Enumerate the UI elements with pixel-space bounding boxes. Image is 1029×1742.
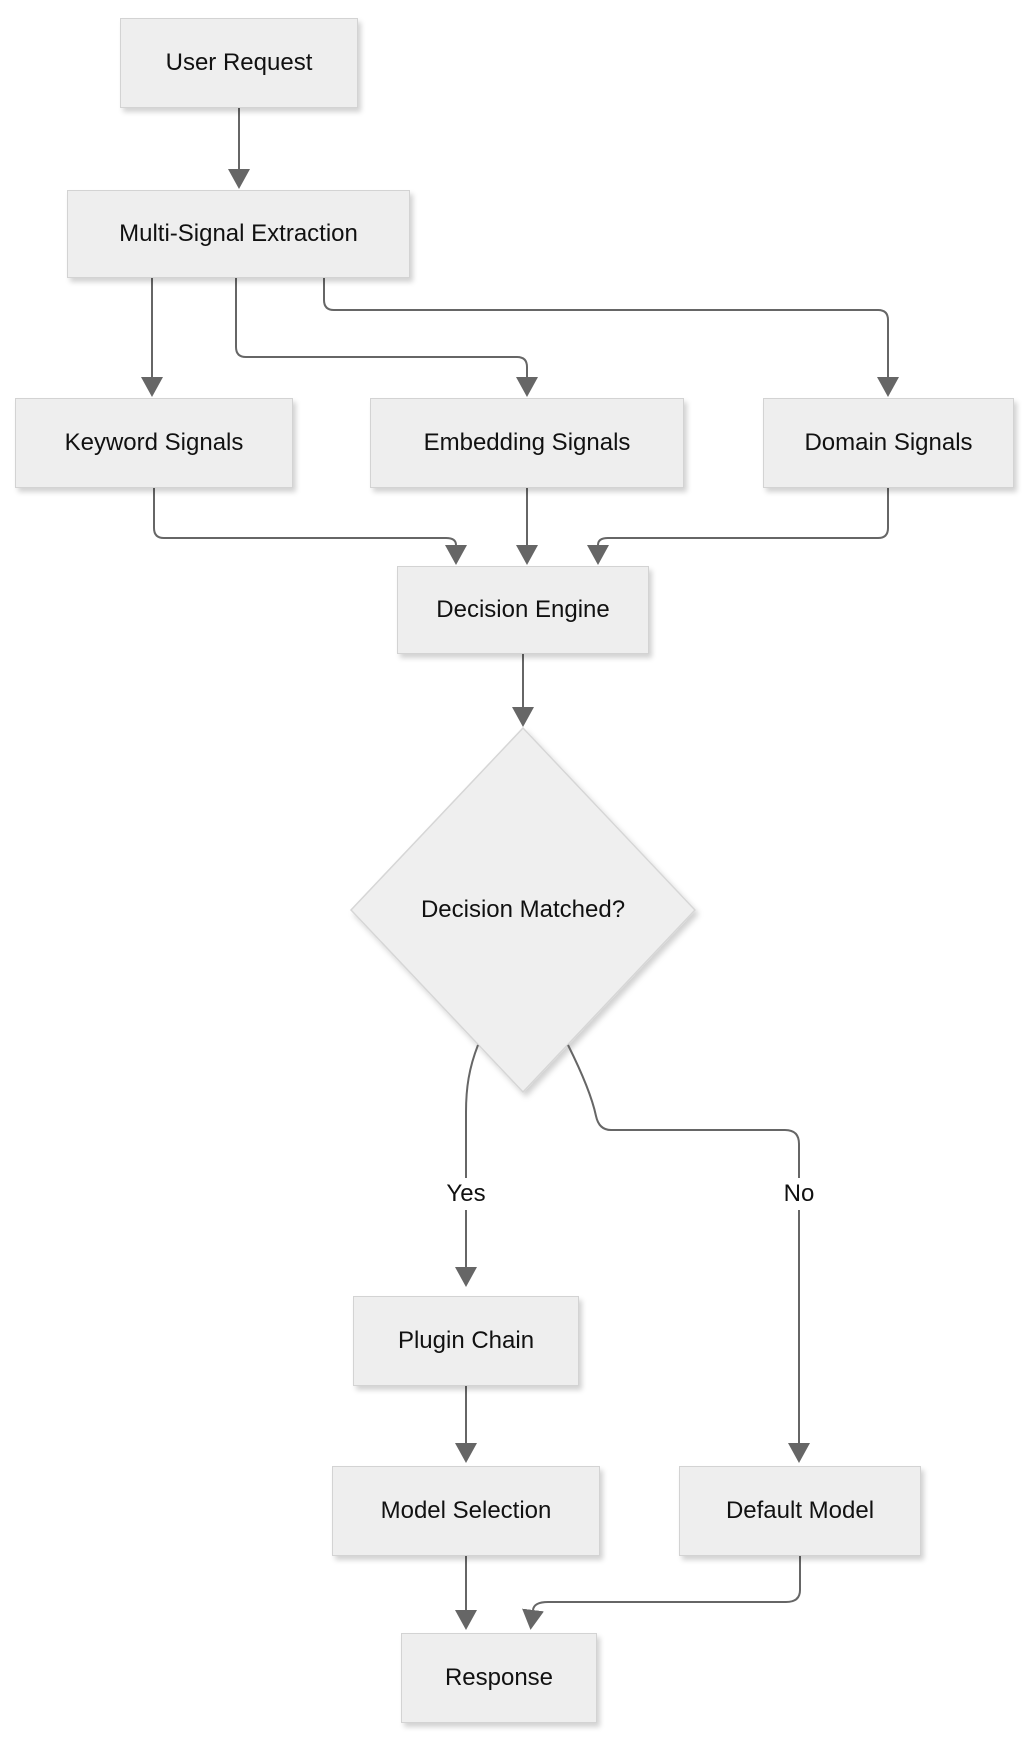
node-domain-signals: Domain Signals [763,398,1014,488]
edge-keyword-to-decision-engine [153,488,467,565]
node-model-selection: Model Selection [332,1466,600,1556]
node-embedding-signals: Embedding Signals [370,398,684,488]
edge-no-to-default-model [567,1044,810,1463]
node-default-model: Default Model [679,1466,921,1556]
node-response: Response [401,1633,597,1723]
node-user-request: User Request [120,18,358,108]
edge-default-model-to-response [522,1556,801,1630]
edge-label-no: No [775,1178,823,1210]
edge-domain-to-decision-engine [587,488,889,565]
node-decision-matched-label: Decision Matched? [420,896,626,923]
edge-label-yes: Yes [438,1178,494,1210]
edge-multi-signal-to-domain [323,278,899,397]
node-decision-engine: Decision Engine [397,566,649,654]
node-multi-signal-extraction: Multi-Signal Extraction [67,190,410,278]
node-plugin-chain: Plugin Chain [353,1296,579,1386]
node-keyword-signals: Keyword Signals [15,398,293,488]
edge-yes-to-plugin-chain [455,1044,479,1287]
edge-multi-signal-to-embedding [235,278,538,397]
decision-diamond-shape [349,726,697,1094]
